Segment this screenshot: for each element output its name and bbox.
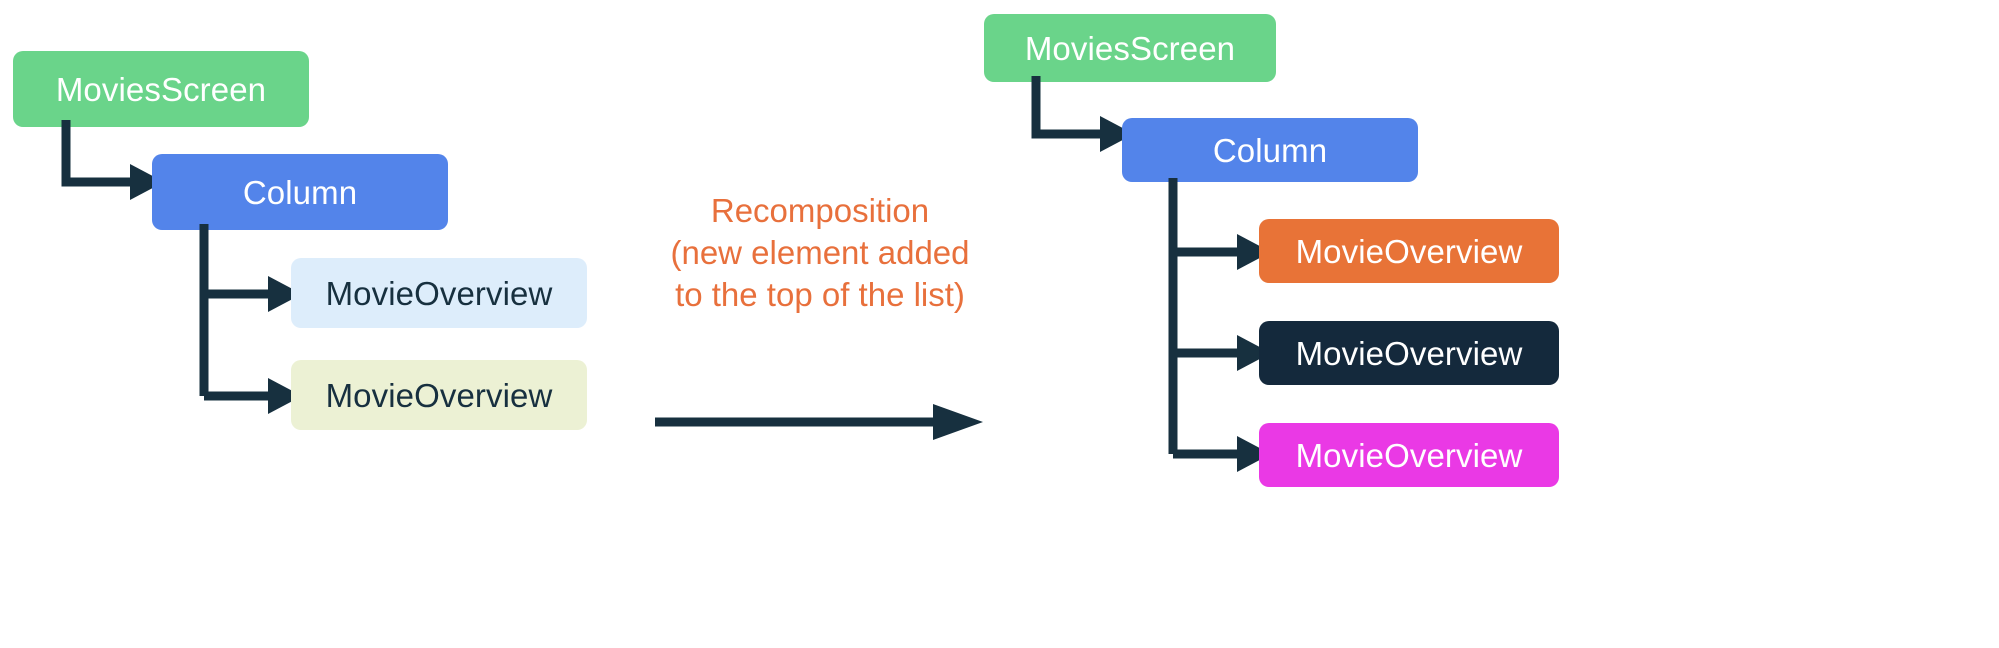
right-connector-screen-to-column [1030, 76, 1140, 160]
left-movie-overview-item-0: MovieOverview [291, 258, 587, 328]
right-movies-screen-node: MoviesScreen [984, 14, 1276, 82]
left-movie-overview-item-1: MovieOverview [291, 360, 587, 430]
recomposition-caption: Recomposition (new element added to the … [670, 192, 970, 313]
left-movies-screen-node: MoviesScreen [13, 51, 309, 127]
recomposition-arrow-icon [655, 404, 985, 440]
right-column-node: Column [1122, 118, 1418, 182]
left-column-node: Column [152, 154, 448, 230]
left-connector-column-to-items [198, 224, 308, 424]
right-connector-column-to-items [1167, 178, 1277, 480]
right-movie-overview-item-2: MovieOverview [1259, 423, 1559, 487]
right-movie-overview-item-1: MovieOverview [1259, 321, 1559, 385]
right-movie-overview-item-0: MovieOverview [1259, 219, 1559, 283]
left-connector-screen-to-column [60, 120, 170, 210]
